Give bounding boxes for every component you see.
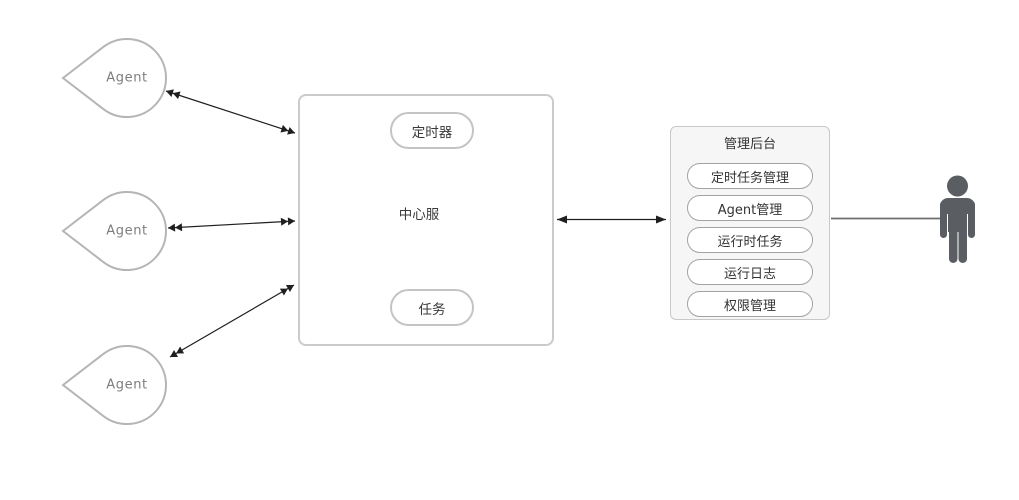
task-node: 任务 bbox=[390, 289, 474, 326]
arrow-agent1-center bbox=[165, 89, 296, 135]
agent-node-shape bbox=[61, 345, 167, 425]
admin-panel: 管理后台 定时任务管理 Agent管理 运行时任务 运行日志 权限管理 bbox=[670, 126, 830, 320]
agent-node-shape bbox=[61, 38, 167, 118]
agent-nodes bbox=[61, 38, 167, 425]
agent-node-shape bbox=[61, 191, 167, 271]
admin-panel-item-permission-management: 权限管理 bbox=[687, 291, 813, 317]
timer-node: 定时器 bbox=[390, 112, 474, 149]
admin-panel-item-run-logs: 运行日志 bbox=[687, 259, 813, 285]
arrow-agent2-center bbox=[167, 217, 296, 232]
task-node-label: 任务 bbox=[418, 301, 446, 318]
arrow-agent3-center bbox=[169, 284, 295, 358]
admin-panel-item-runtime-tasks: 运行时任务 bbox=[687, 227, 813, 253]
admin-panel-item-label: 定时任务管理 bbox=[710, 170, 789, 186]
admin-panel-item-agent-management: Agent管理 bbox=[687, 195, 813, 221]
admin-panel-title: 管理后台 bbox=[723, 137, 776, 152]
admin-panel-item-label: 运行时任务 bbox=[717, 234, 783, 250]
admin-panel-item-scheduled-task-management: 定时任务管理 bbox=[687, 163, 813, 189]
admin-panel-item-label: Agent管理 bbox=[717, 202, 783, 218]
admin-panel-item-label: 权限管理 bbox=[723, 298, 776, 314]
person-icon bbox=[940, 175, 975, 263]
admin-panel-item-label: 运行日志 bbox=[723, 266, 776, 282]
timer-node-label: 定时器 bbox=[411, 124, 453, 141]
